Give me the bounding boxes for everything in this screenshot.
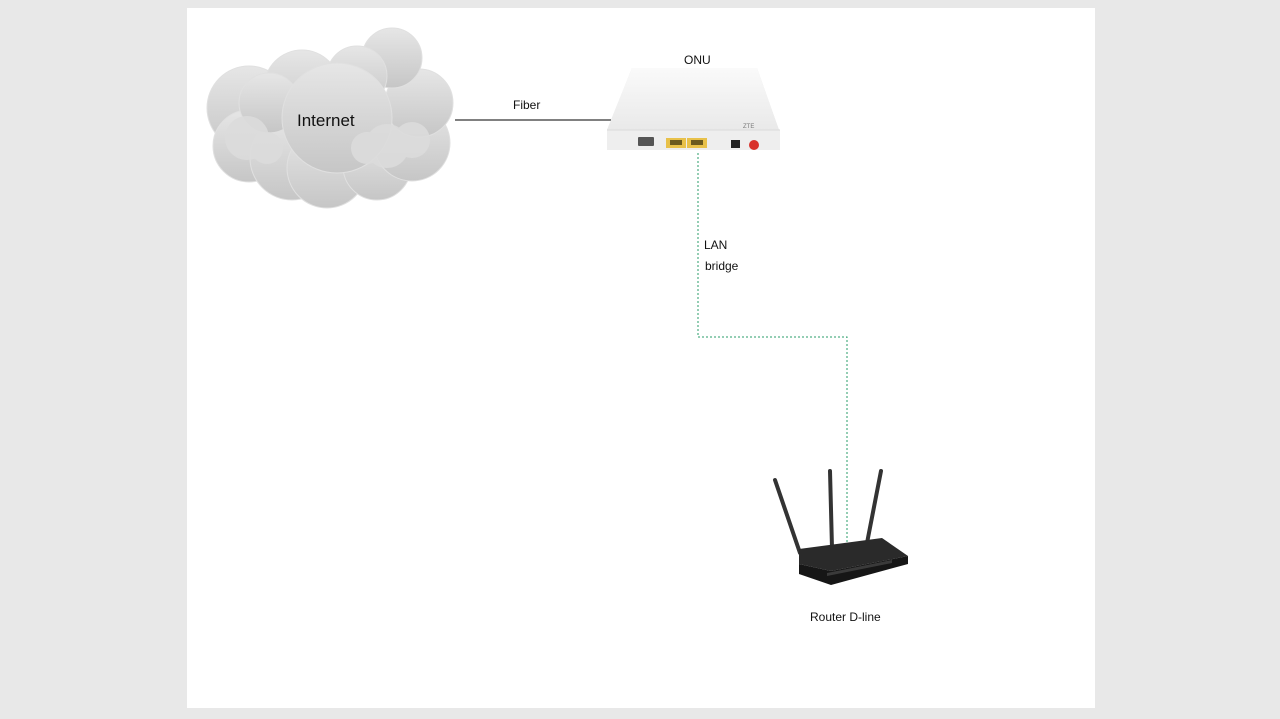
onu-device-icon: ZTE xyxy=(607,68,780,150)
router-label: Router D-line xyxy=(810,610,881,624)
bridge-label: bridge xyxy=(705,259,739,273)
network-diagram: ZTE xyxy=(206,27,908,585)
internet-label: Internet xyxy=(297,111,355,130)
lan-bridge-link-line xyxy=(697,153,848,543)
router-icon xyxy=(773,469,908,585)
fiber-label: Fiber xyxy=(513,98,541,112)
diagram-canvas: ZTE Internet ONU Fiber LAN bridge Router… xyxy=(187,8,1095,708)
svg-text:ZTE: ZTE xyxy=(743,124,754,130)
lan-label: LAN xyxy=(704,238,728,252)
onu-label: ONU xyxy=(684,53,711,67)
cloud-icon xyxy=(206,27,454,209)
